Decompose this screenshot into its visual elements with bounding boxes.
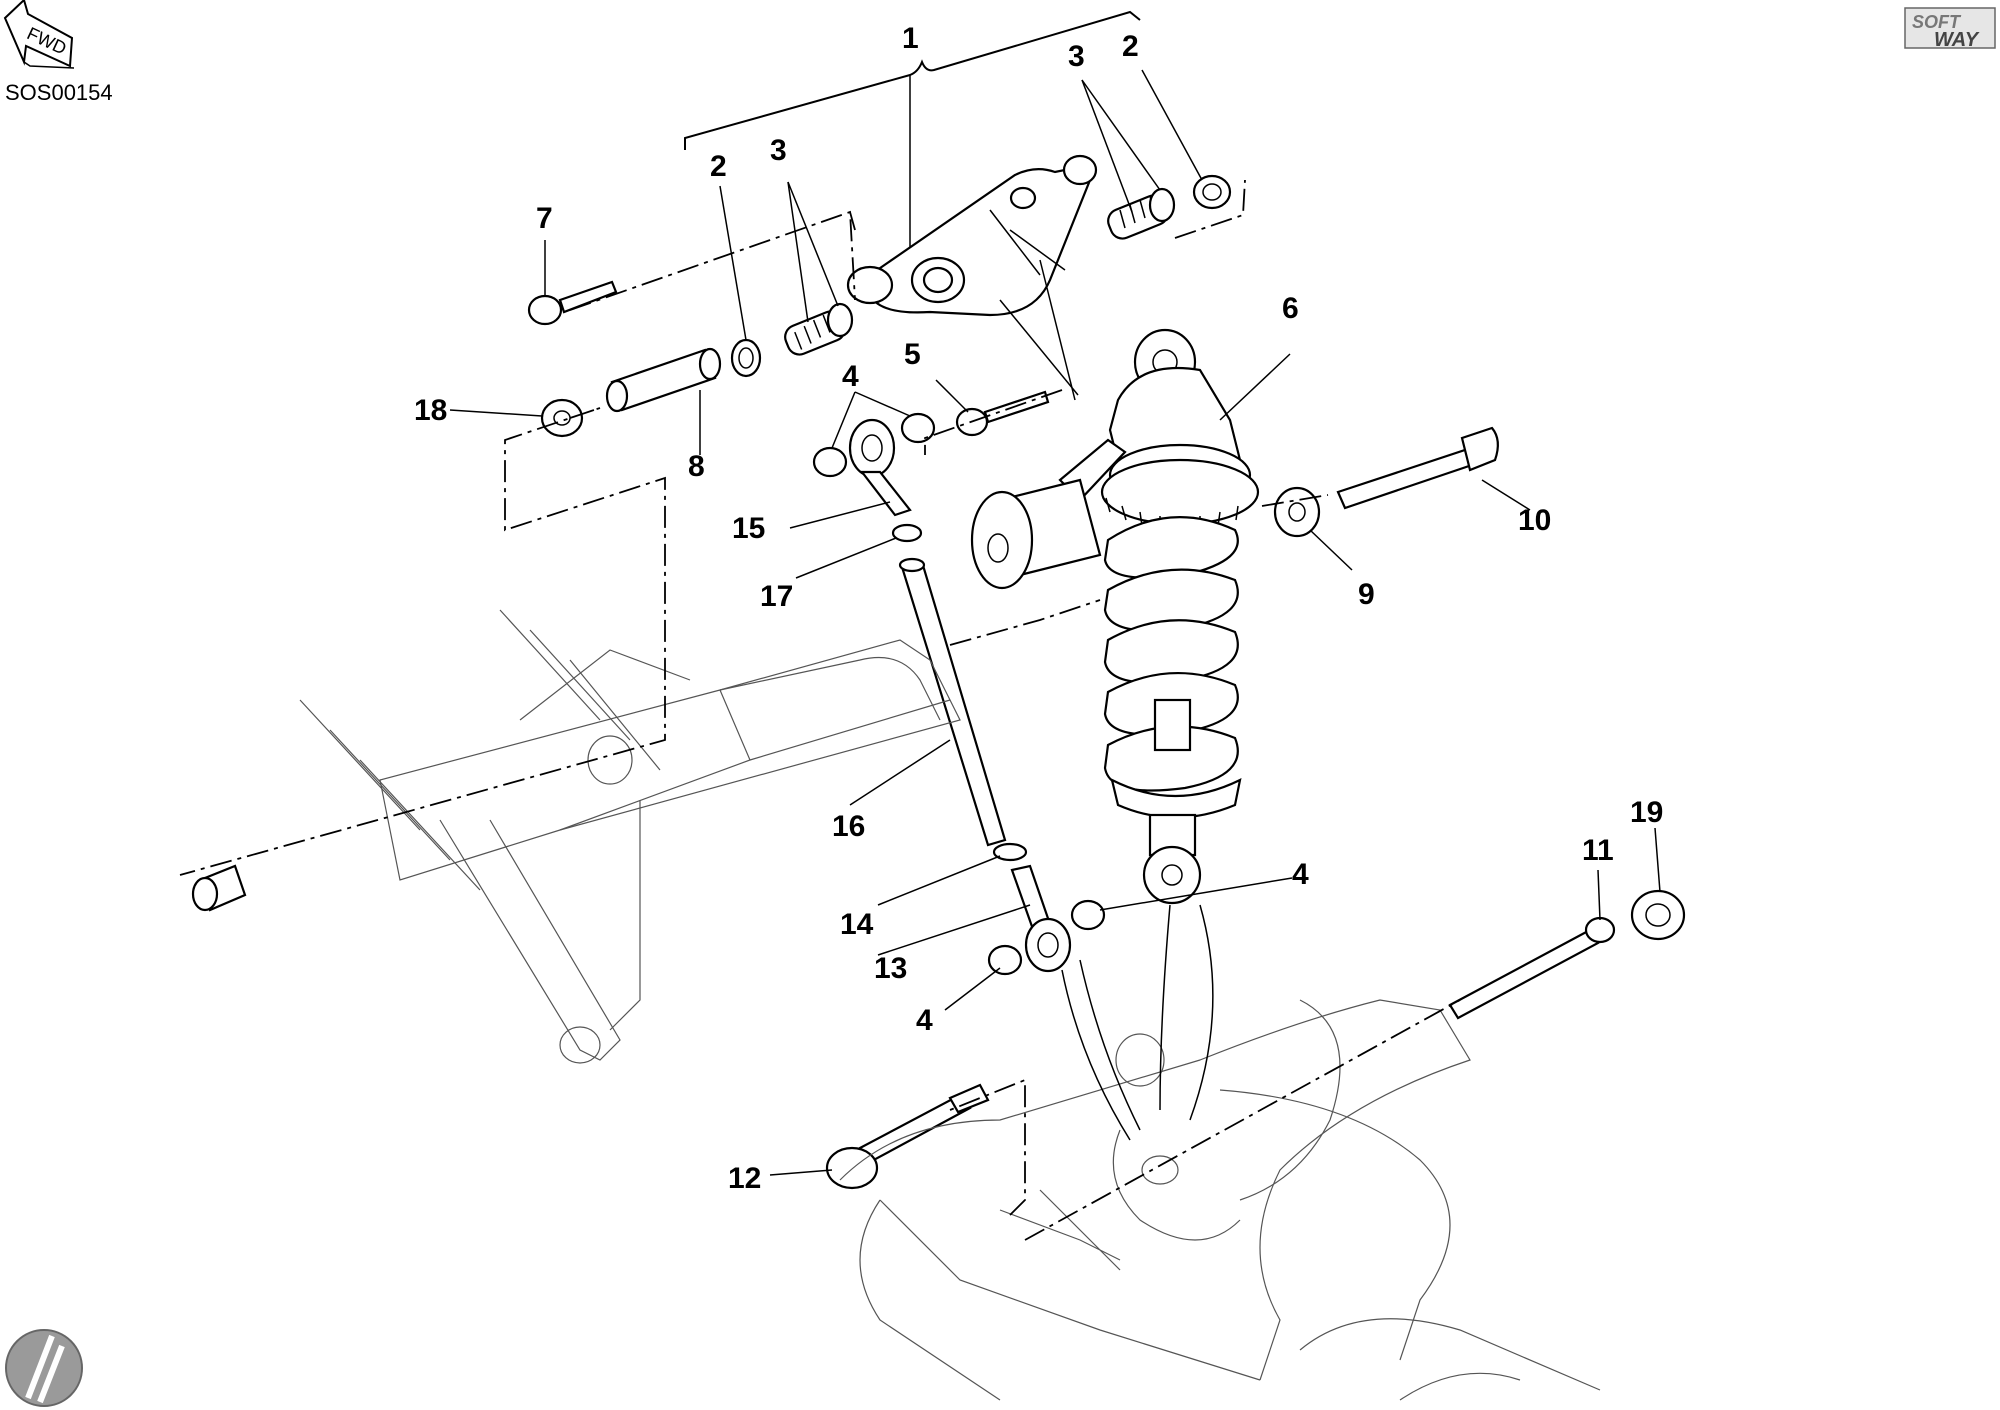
frame-outline: [299, 609, 961, 1064]
callout-13: 13: [874, 952, 907, 985]
spacer-ring-right: [1192, 174, 1232, 210]
callout-3-left: 3: [770, 134, 787, 167]
group-bracket: [684, 10, 1141, 150]
brand-bottom: WAY: [1934, 29, 1980, 51]
bolt-10: [1336, 426, 1499, 510]
assembly-lines: [179, 179, 1461, 1241]
callout-14: 14: [840, 908, 874, 941]
callout-3-right: 3: [1068, 40, 1085, 73]
bushing-4-mid: [1070, 899, 1106, 931]
drawing-code: SOS00154: [5, 80, 113, 105]
linkage-lines: [999, 259, 1214, 1141]
callout-7: 7: [536, 202, 553, 235]
disc-logo-icon: [5, 1329, 83, 1407]
nut-19: [1630, 889, 1686, 941]
callout-12: 12: [728, 1162, 761, 1195]
nut-17: [891, 523, 923, 543]
callout-4-bottom: 4: [916, 1004, 933, 1037]
bolt-11: [1448, 916, 1616, 1020]
needle-bearing-right: [1107, 187, 1176, 240]
callout-8: 8: [688, 450, 705, 483]
washer-18: [540, 398, 584, 438]
callouts: 1 2 3 2 3 7 6 4 5 18 8 10 15 17 9 19 16 …: [414, 22, 1663, 1195]
callout-19: 19: [1630, 796, 1663, 829]
spacer-sleeve: [191, 864, 247, 912]
callout-2-right: 2: [1122, 30, 1139, 63]
callout-11: 11: [1582, 834, 1614, 867]
callout-4-top: 4: [842, 360, 859, 393]
bolt-5: [955, 390, 1050, 437]
leader-lines: [449, 69, 1661, 1176]
rocker-linkage: [846, 154, 1098, 317]
swingarm-outline: [839, 999, 1601, 1401]
bushing-4-top-left: [812, 446, 848, 478]
bolt-7: [527, 280, 618, 326]
callout-5: 5: [904, 338, 921, 371]
bushing-4-top-right: [900, 412, 936, 444]
callout-16: 16: [832, 810, 865, 843]
washer-9: [1273, 486, 1321, 538]
fwd-arrow-icon: FWD: [3, 0, 75, 69]
nut-14: [992, 842, 1028, 862]
spacer-tube-8: [605, 347, 722, 413]
callout-17: 17: [760, 580, 793, 613]
softway-logo: SOFT WAY: [1904, 7, 1996, 51]
brand-top: SOFT: [1912, 12, 1962, 32]
callout-15: 15: [732, 512, 765, 545]
callout-6: 6: [1282, 292, 1299, 325]
callout-10: 10: [1518, 504, 1551, 537]
callout-18: 18: [414, 394, 447, 427]
bushing-4-low: [987, 944, 1023, 976]
callout-4-right: 4: [1292, 858, 1309, 891]
shock-absorber-6: [970, 328, 1260, 905]
callout-9: 9: [1358, 578, 1375, 611]
rod-end-13: [1010, 864, 1072, 973]
rod-end-15: [848, 418, 912, 517]
callout-2-left: 2: [710, 150, 727, 183]
callout-1: 1: [902, 22, 919, 55]
spacer-ring-left: [730, 338, 762, 378]
adjuster-rod-16: [898, 557, 1007, 847]
fwd-label: FWD: [24, 23, 70, 58]
needle-bearing-left: [784, 302, 854, 356]
